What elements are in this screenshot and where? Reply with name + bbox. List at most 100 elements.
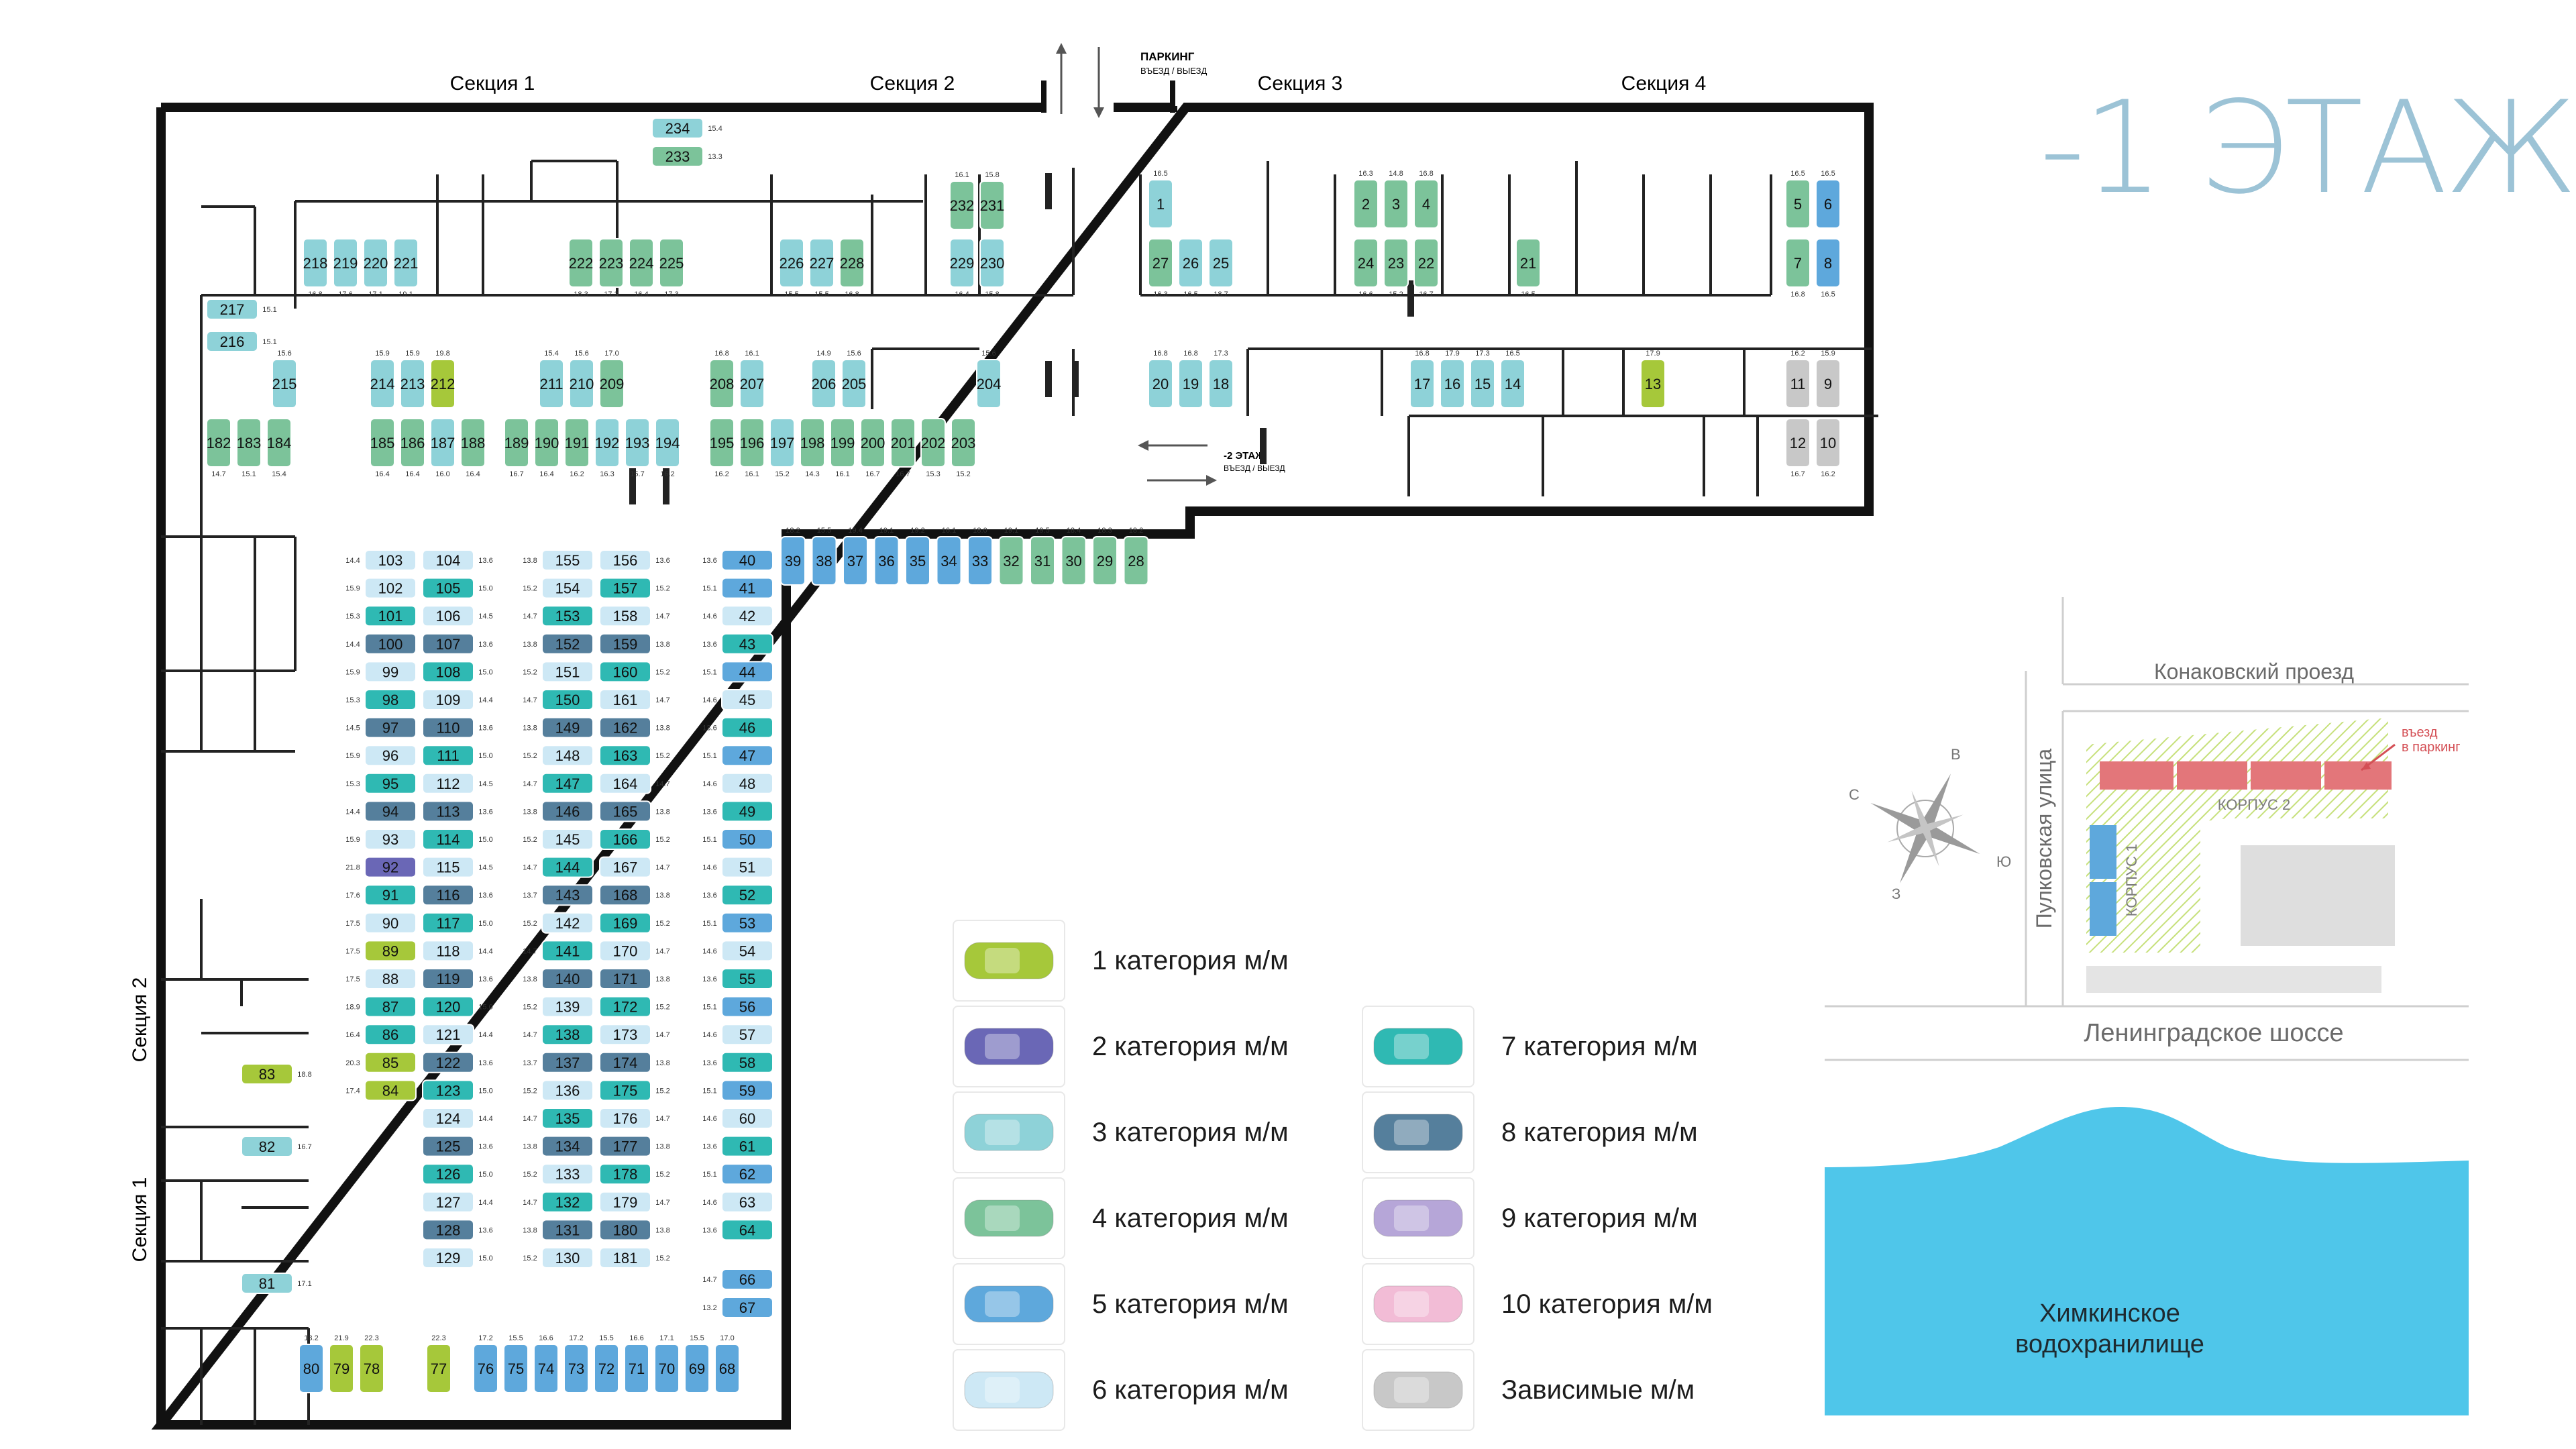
parking-spot[interactable]: 616.5 (1815, 170, 1841, 229)
parking-spot[interactable]: 116.5 (1148, 170, 1173, 229)
parking-spot[interactable]: 314.8 (1383, 170, 1409, 229)
